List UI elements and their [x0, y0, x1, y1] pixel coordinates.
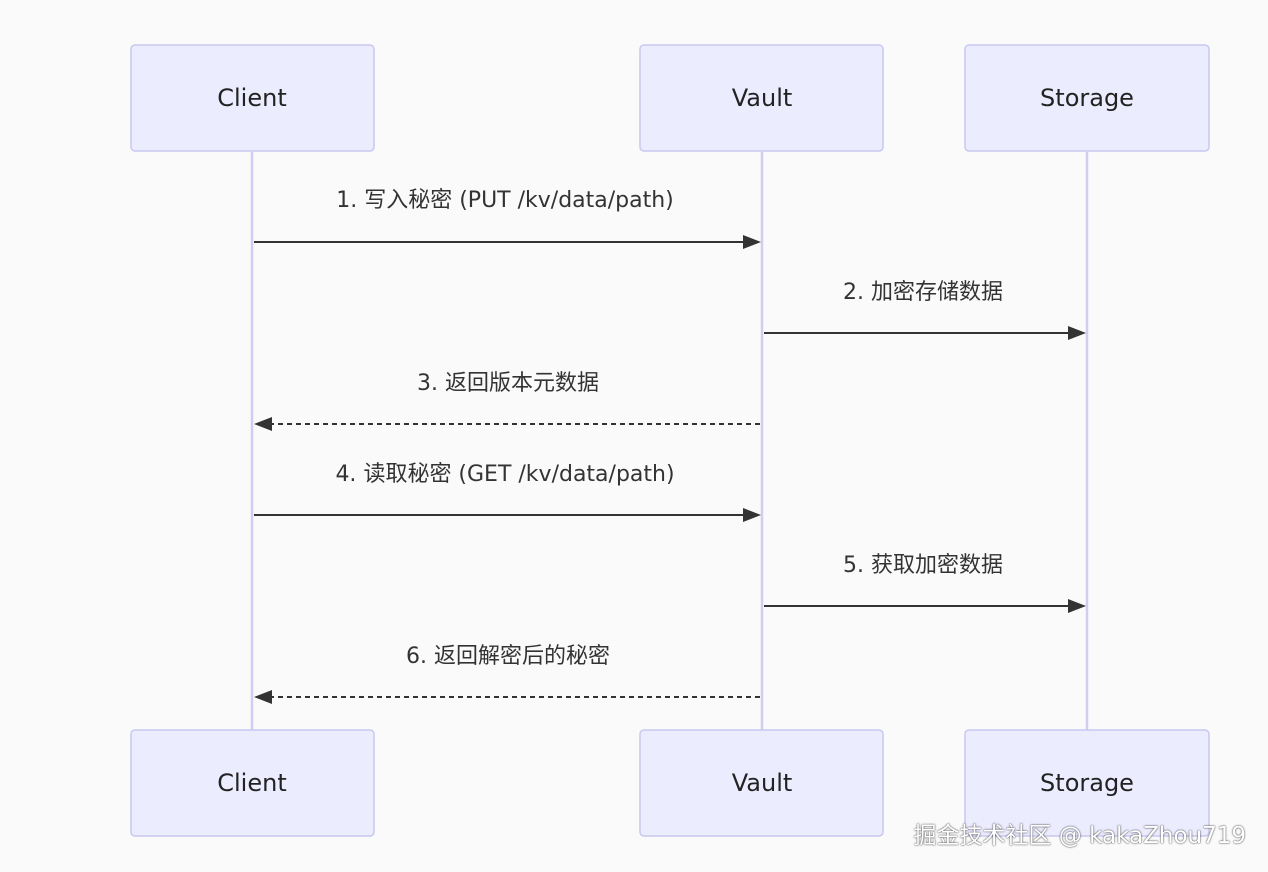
actor-label: Storage — [1040, 769, 1134, 797]
arrow-head-right-icon — [1068, 326, 1086, 340]
message-label: 3. 返回版本元数据 — [417, 371, 599, 396]
actor-label: Client — [217, 84, 286, 112]
message-3: 3. 返回版本元数据 — [254, 371, 760, 431]
arrow-head-right-icon — [1068, 599, 1086, 613]
message-2: 2. 加密存储数据 — [764, 280, 1086, 340]
message-label: 5. 获取加密数据 — [843, 553, 1003, 578]
actor-label: Storage — [1040, 84, 1134, 112]
arrow-head-left-icon — [254, 417, 272, 431]
actor-label: Client — [217, 769, 286, 797]
actor-top-client: Client — [130, 44, 375, 152]
actor-label: Vault — [732, 84, 793, 112]
actor-top-vault: Vault — [639, 44, 884, 152]
message-label: 1. 写入秘密 (PUT /kv/data/path) — [336, 188, 674, 213]
message-6: 6. 返回解密后的秘密 — [254, 644, 760, 704]
message-1: 1. 写入秘密 (PUT /kv/data/path) — [254, 188, 761, 249]
watermark: 掘金技术社区 @ kakaZhou719 — [913, 823, 1246, 849]
arrow-head-right-icon — [743, 508, 761, 522]
actor-bottom-vault: Vault — [639, 729, 884, 837]
arrow-head-right-icon — [743, 235, 761, 249]
message-4: 4. 读取秘密 (GET /kv/data/path) — [254, 462, 761, 522]
arrow-head-left-icon — [254, 690, 272, 704]
message-label: 6. 返回解密后的秘密 — [406, 644, 610, 669]
actor-bottom-storage: Storage — [964, 729, 1210, 837]
message-label: 4. 读取秘密 (GET /kv/data/path) — [335, 462, 674, 487]
actor-bottom-client: Client — [130, 729, 375, 837]
actor-label: Vault — [732, 769, 793, 797]
actor-top-storage: Storage — [964, 44, 1210, 152]
message-5: 5. 获取加密数据 — [764, 553, 1086, 613]
message-label: 2. 加密存储数据 — [843, 280, 1003, 305]
